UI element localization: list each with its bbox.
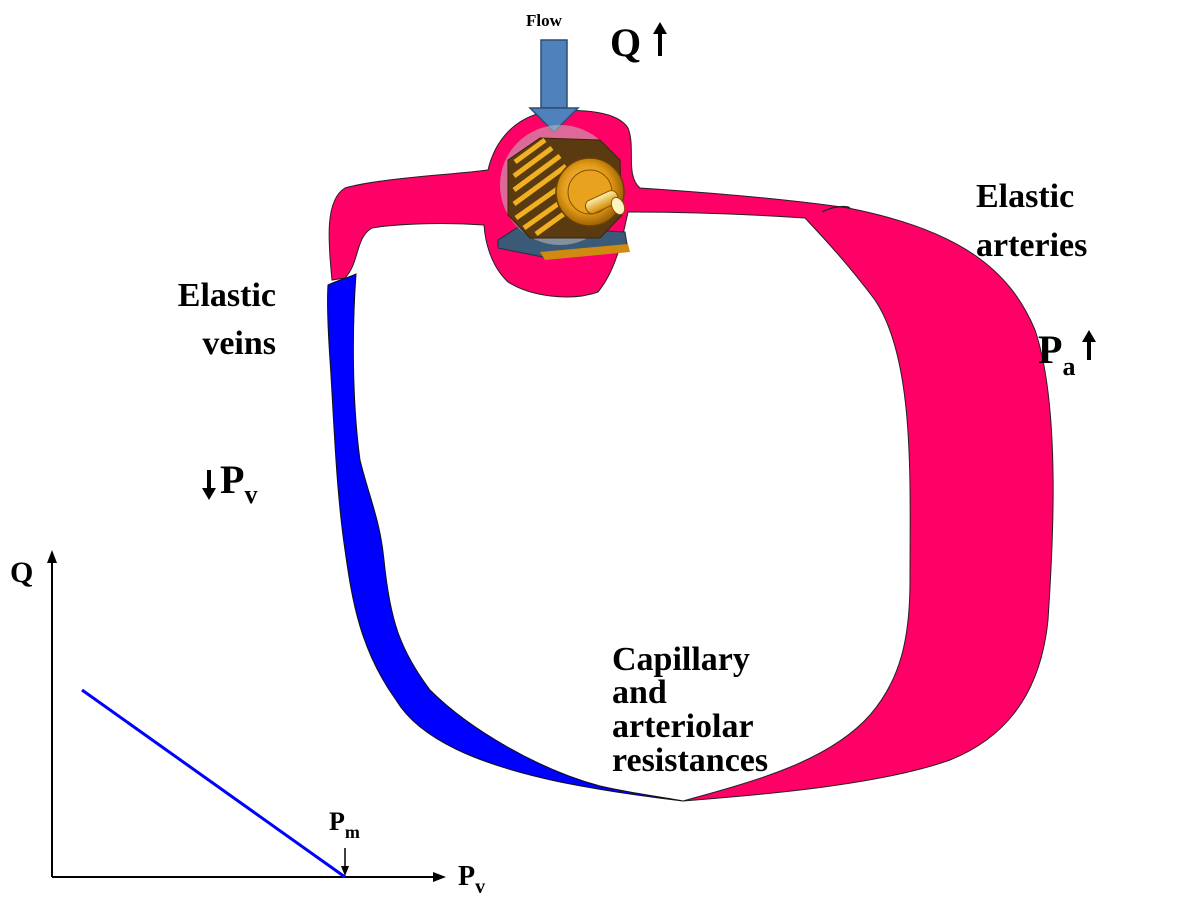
flow-label: Flow	[526, 11, 563, 30]
up-arrow-icon	[653, 22, 667, 56]
artery-joint	[821, 205, 851, 213]
venous-return-graph: Q Pv Pm	[10, 550, 485, 898]
arterial-pressure-label: Pa	[1038, 327, 1075, 381]
pv-main: P	[220, 457, 244, 502]
graph-x-axis-label: Pv	[458, 861, 485, 898]
capillary-label-line1: Capillary	[612, 641, 750, 678]
graph-x-main: P	[458, 861, 475, 892]
capillary-label-line2: and	[612, 674, 667, 711]
flow-arrow-icon	[528, 39, 580, 134]
graph-y-axis-label: Q	[10, 556, 33, 589]
elastic-arteries-label-line1: Elastic	[976, 178, 1074, 215]
pm-main: P	[329, 807, 345, 836]
cardiac-output-label: Q	[610, 20, 641, 65]
pa-subscript: a	[1062, 352, 1075, 381]
elastic-veins-label-line1: Elastic	[178, 277, 276, 314]
elastic-veins-label-line2: veins	[202, 325, 276, 362]
down-arrow-icon	[202, 470, 216, 500]
pm-subscript: m	[345, 822, 360, 842]
pump-motor-icon	[497, 125, 630, 260]
venous-return-curve	[81, 688, 346, 879]
pv-subscript: v	[244, 480, 257, 509]
capillary-label-line3: arteriolar	[612, 708, 754, 745]
elastic-vein	[327, 273, 684, 802]
mean-pressure-label: Pm	[329, 807, 360, 842]
artery-and-pump-chamber	[328, 110, 1054, 802]
venous-pressure-label: Pv	[220, 457, 257, 509]
pa-main: P	[1038, 327, 1062, 372]
graph-x-subscript: v	[475, 876, 485, 898]
capillary-label-line4: resistances	[612, 742, 768, 779]
up-arrow-icon	[1082, 330, 1096, 360]
elastic-arteries-label-line2: arteries	[976, 227, 1087, 264]
